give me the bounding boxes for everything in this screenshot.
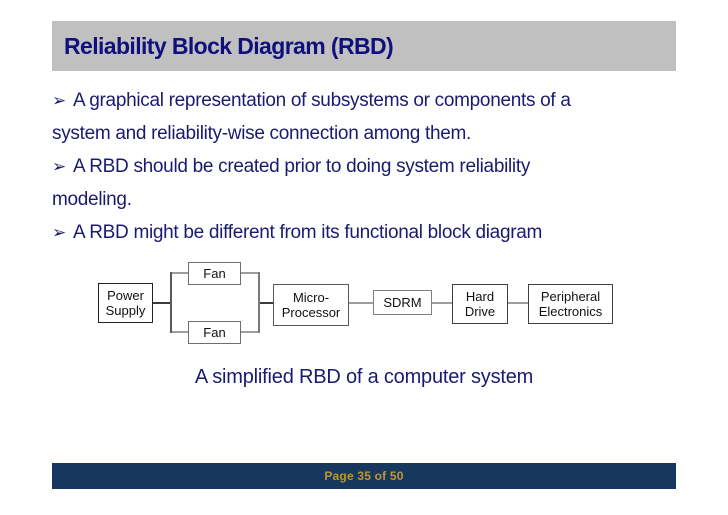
connector-rail-to-fan-bottom [172, 331, 188, 333]
block-label: SDRM [383, 295, 422, 310]
bullet-item: ➢A RBD should be created prior to doing … [52, 150, 714, 216]
page-title: Reliability Block Diagram (RBD) [64, 32, 394, 59]
footer-bar: Page 35 of 50 [52, 463, 676, 489]
parallel-rail-left [170, 272, 172, 333]
connector-sdrm-to-harddrive [432, 302, 452, 304]
arrow-bullet-icon: ➢ [52, 223, 66, 242]
connector-harddrive-to-peripheral [508, 302, 528, 304]
block-label: Fan [203, 325, 226, 340]
connector-rail-to-microprocessor [260, 302, 273, 304]
block-label: Peripheral Electronics [538, 289, 603, 319]
title-bar: Reliability Block Diagram (RBD) [52, 21, 676, 71]
arrow-bullet-icon: ➢ [52, 91, 66, 110]
diagram-caption: A simplified RBD of a computer system [194, 366, 534, 388]
bullet-text: A graphical representation of subsystems… [52, 90, 571, 144]
block-hard-drive: Hard Drive [452, 284, 508, 324]
connector-rail-to-fan-top [172, 272, 188, 274]
block-sdrm: SDRM [373, 290, 432, 315]
block-label: Hard Drive [464, 289, 496, 319]
rbd-diagram: Power Supply Fan Fan Micro- Processor SD… [90, 255, 620, 350]
block-micro-processor: Micro- Processor [273, 284, 349, 326]
connector-microprocessor-to-sdrm [349, 302, 373, 304]
bullet-item: ➢A graphical representation of subsystem… [52, 84, 714, 150]
arrow-bullet-icon: ➢ [52, 157, 66, 176]
connector-power-to-rail [153, 302, 171, 304]
bullet-item: ➢ A RBD might be different from its funct… [52, 216, 714, 249]
connector-fan-top-to-rail [241, 272, 258, 274]
block-power-supply: Power Supply [98, 283, 153, 323]
parallel-rail-right [258, 272, 260, 333]
block-fan-top: Fan [188, 262, 241, 285]
block-label: Micro- Processor [281, 290, 341, 320]
page-number-label: Page 35 of 50 [324, 469, 404, 483]
block-label: Power Supply [105, 288, 146, 318]
bullet-list: ➢A graphical representation of subsystem… [52, 84, 714, 249]
block-peripheral-electronics: Peripheral Electronics [528, 284, 613, 324]
connector-fan-bottom-to-rail [241, 331, 258, 333]
block-label: Fan [203, 266, 226, 281]
bullet-text: A RBD should be created prior to doing s… [52, 156, 531, 210]
bullet-text: A RBD might be different from its functi… [72, 222, 543, 243]
block-fan-bottom: Fan [188, 321, 241, 344]
